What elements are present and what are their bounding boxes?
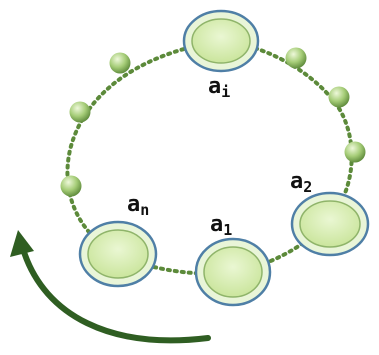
label-ai-sub: i [221,83,230,101]
node-a2 [290,191,370,257]
node-an [78,220,158,288]
label-a1-sub: 1 [223,221,232,239]
label-ai: ai [208,74,230,101]
node-ai [182,9,260,73]
direction-arrow-icon [10,230,211,344]
label-an-sub: n [140,201,149,219]
ring-beads [60,47,366,197]
label-an: an [127,192,149,219]
bead [60,175,82,197]
label-a1: a1 [210,212,232,239]
label-a1-base: a [210,212,223,237]
bead [109,52,131,74]
node-a1 [194,237,272,307]
bead [328,86,350,108]
bead [344,141,366,163]
label-a2-base: a [290,169,303,194]
label-a2: a2 [290,169,312,196]
label-an-base: a [127,192,140,217]
bead [69,101,91,123]
label-ai-base: a [208,74,221,99]
bead [285,47,307,69]
label-a2-sub: 2 [303,178,312,196]
